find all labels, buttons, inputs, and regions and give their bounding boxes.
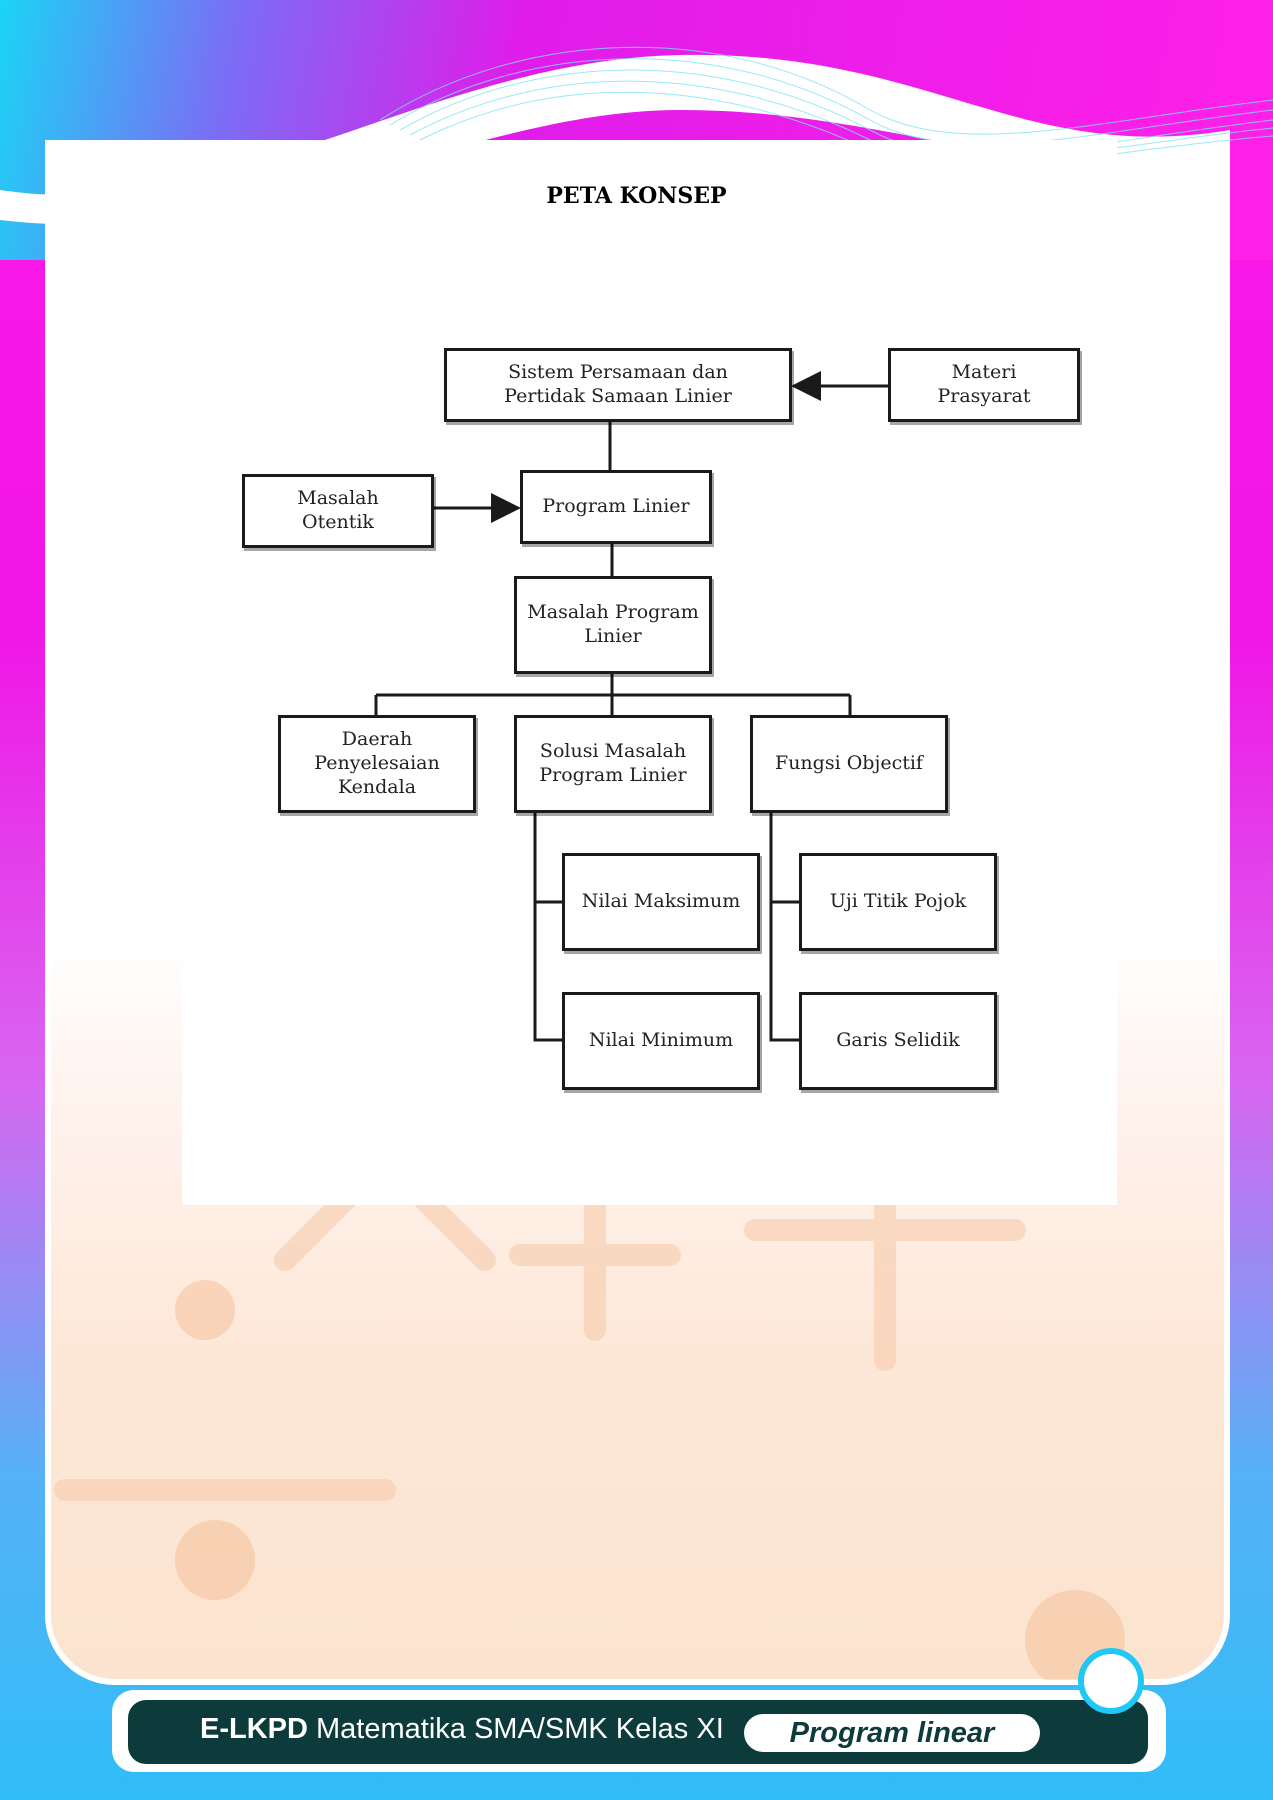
page-number-circle: [1078, 1648, 1144, 1714]
node-sistem-persamaan: Sistem Persamaan dan Pertidak Samaan Lin…: [444, 348, 792, 422]
footer-caption: E-LKPD Matematika SMA/SMK Kelas XI: [200, 1713, 724, 1746]
line-fungsi-children: [769, 812, 800, 1042]
footer-brand: E-LKPD: [200, 1713, 308, 1745]
node-fungsi-objectif: Fungsi Objectif: [750, 715, 948, 813]
footer-subtitle: Matematika SMA/SMK Kelas XI: [307, 1713, 724, 1745]
node-garis-selidik: Garis Selidik: [799, 992, 997, 1090]
node-materi-prasyarat: Materi Prasyarat: [888, 348, 1080, 422]
line-solusi-children: [533, 812, 563, 1042]
node-program-linier: Program Linier: [520, 470, 712, 544]
footer-pill: Program linear: [744, 1714, 1040, 1752]
node-uji-titik-pojok: Uji Titik Pojok: [799, 853, 997, 951]
node-solusi-masalah: Solusi Masalah Program Linier: [514, 715, 712, 813]
node-nilai-minimum: Nilai Minimum: [562, 992, 760, 1090]
page-title: PETA KONSEP: [546, 183, 727, 209]
node-daerah-penyelesaian: Daerah Penyelesaian Kendala: [278, 715, 476, 813]
node-masalah-otentik: Masalah Otentik: [242, 474, 434, 548]
node-nilai-maksimum: Nilai Maksimum: [562, 853, 760, 951]
node-masalah-program-linier: Masalah Program Linier: [514, 576, 712, 674]
